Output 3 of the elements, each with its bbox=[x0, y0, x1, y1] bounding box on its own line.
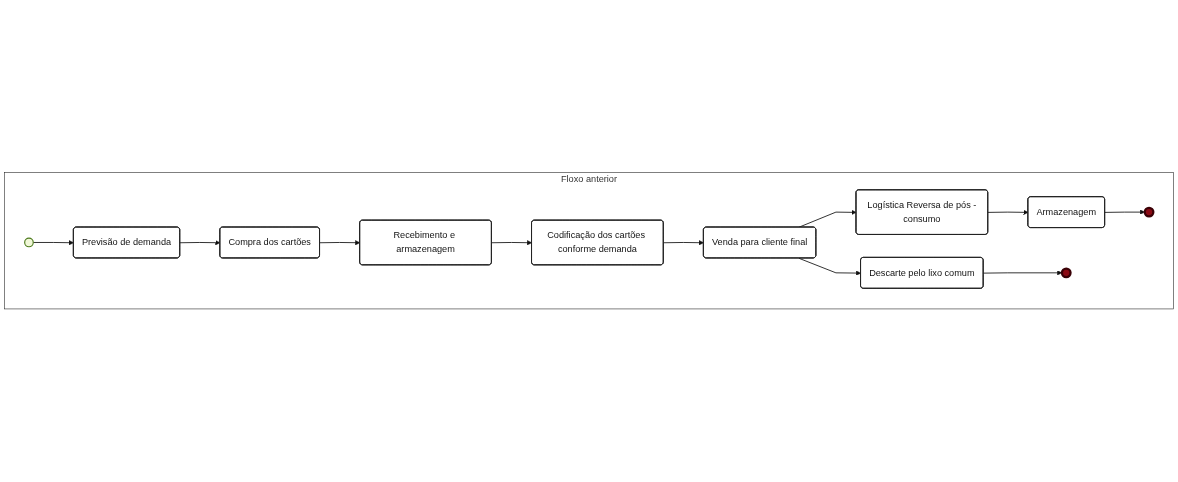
node-circle bbox=[1143, 206, 1155, 218]
node-circle bbox=[24, 237, 34, 248]
node-circle bbox=[1060, 267, 1072, 279]
